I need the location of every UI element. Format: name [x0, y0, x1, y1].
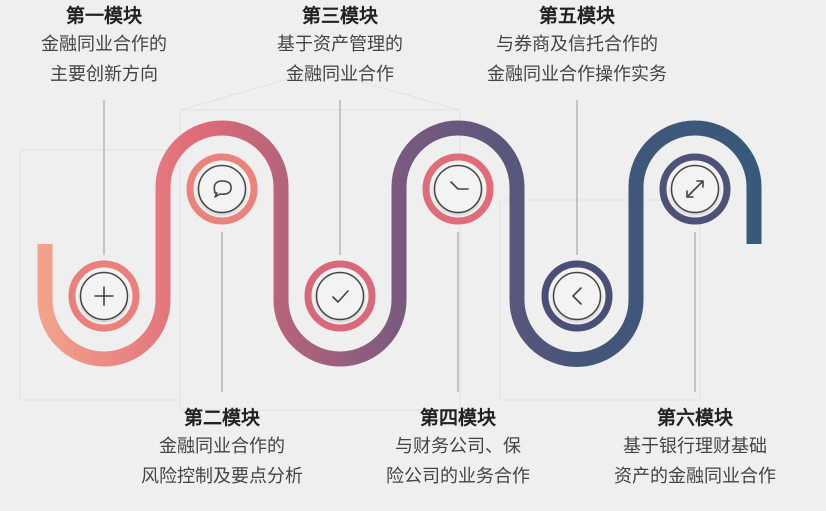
- plus-icon: [94, 286, 114, 306]
- module-node-6[interactable]: [659, 153, 731, 225]
- module-label-3: 第三模块基于资产管理的金融同业合作: [220, 2, 460, 90]
- chat-bubble-icon: [213, 180, 232, 198]
- module-description-line: 与券商及信托合作的: [496, 34, 658, 55]
- clock-icon: [450, 181, 469, 190]
- module-label-5: 第五模块与券商及信托合作的金融同业合作操作实务: [457, 2, 697, 90]
- module-description-line: 资产的金融同业合作: [614, 466, 776, 487]
- module-node-4[interactable]: [422, 153, 494, 225]
- module-description-line: 基于资产管理的: [277, 34, 403, 55]
- module-title: 第一模块: [65, 5, 142, 27]
- check-icon: [332, 290, 349, 303]
- module-label-2: 第二模块金融同业合作的风险控制及要点分析: [102, 404, 342, 492]
- module-description-line: 基于银行理财基础: [623, 436, 767, 457]
- module-title: 第三模块: [301, 5, 378, 27]
- building-background: [19, 69, 701, 411]
- module-node-3[interactable]: [304, 260, 376, 332]
- module-description-line: 与财务公司、保: [395, 436, 521, 457]
- module-description-line: 主要创新方向: [50, 64, 158, 85]
- node-inner-circle: [197, 164, 247, 214]
- module-label-4: 第四模块与财务公司、保险公司的业务合作: [338, 404, 578, 492]
- module-description-line: 金融同业合作的: [159, 436, 285, 457]
- module-title: 第六模块: [656, 407, 733, 429]
- module-label-6: 第六模块基于银行理财基础资产的金融同业合作: [575, 404, 815, 492]
- node-inner-circle: [315, 271, 365, 321]
- module-description-line: 风险控制及要点分析: [141, 466, 303, 487]
- expand-arrows-icon: [686, 180, 704, 198]
- node-inner-circle: [552, 271, 602, 321]
- module-description-line: 金融同业合作操作实务: [487, 64, 667, 85]
- module-label-1: 第一模块金融同业合作的主要创新方向: [0, 2, 224, 90]
- module-description-line: 金融同业合作: [286, 64, 394, 85]
- module-title: 第二模块: [183, 407, 260, 429]
- wave-path: [37, 120, 762, 367]
- chevron-left-icon: [572, 287, 582, 305]
- module-node-1[interactable]: [68, 260, 140, 332]
- module-node-5[interactable]: [541, 260, 613, 332]
- module-description-line: 险公司的业务合作: [386, 466, 530, 487]
- module-title: 第五模块: [538, 5, 615, 27]
- module-title: 第四模块: [419, 407, 496, 429]
- module-description-line: 金融同业合作的: [41, 34, 167, 55]
- module-node-2[interactable]: [186, 153, 258, 225]
